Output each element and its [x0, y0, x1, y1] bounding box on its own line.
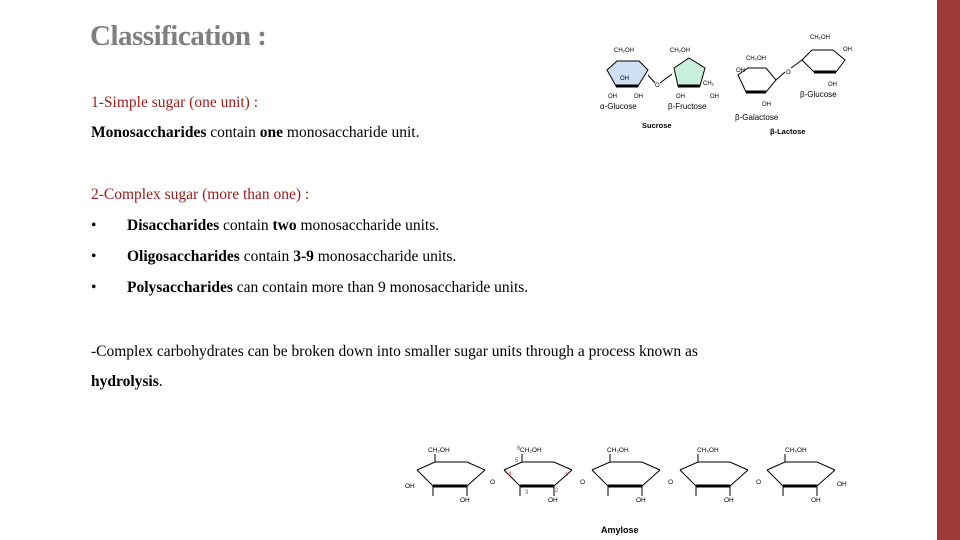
- beta-fructose-label: β-Fructose: [668, 102, 707, 111]
- galactose-ring: CH₂OH OH OH β-Galactose: [735, 56, 779, 122]
- list-item: • Polysaccharides can contain more than 9…: [91, 279, 528, 297]
- atom-label: CH₂: [703, 81, 715, 87]
- complex-sugar-heading: 2-Complex sugar (more than one) :: [91, 186, 310, 203]
- term: Oligosaccharides: [127, 248, 240, 265]
- atom-label: OH: [634, 94, 643, 100]
- monosaccharides-term: Monosaccharides: [91, 124, 207, 141]
- beta-glucose-ring: CH₂OH OH OH β-Glucose: [800, 35, 852, 99]
- text: monosaccharide units.: [313, 248, 457, 265]
- atom-label: OH: [724, 497, 734, 504]
- atom-label: OH: [405, 483, 415, 490]
- atom-label: O: [580, 479, 585, 486]
- atom-label: O: [490, 479, 495, 486]
- beta-glucose-label: β-Glucose: [800, 90, 837, 99]
- carbon-number: 6: [517, 446, 521, 452]
- glucose-ring: CH₂OH OH OH OH α-Glucose: [600, 48, 649, 111]
- atom-label: OH: [811, 497, 821, 504]
- atom-label: O: [756, 479, 761, 486]
- list-item: • Disaccharides contain two monosaccharid…: [91, 217, 439, 235]
- text: .: [158, 373, 163, 390]
- glucose-unit: [678, 452, 750, 498]
- fructose-ring: CH₂OH OH CH₂ OH β-Fructose: [668, 48, 719, 111]
- atom-label: CH₂OH: [746, 56, 766, 62]
- carbon-number: 3: [525, 490, 529, 496]
- atom-label: OH: [636, 497, 646, 504]
- text: contain: [219, 217, 273, 234]
- hydrolysis-note: -Complex carbohydrates can be broken dow…: [91, 343, 698, 360]
- atom-label: CH₂OH: [785, 447, 807, 454]
- atom-label: OH: [676, 94, 685, 100]
- hydrolysis-term: hydrolysis: [91, 373, 159, 390]
- atom-label: OH: [837, 481, 847, 488]
- alpha-glucose-label: α-Glucose: [600, 102, 637, 111]
- text: contain: [239, 248, 294, 265]
- accent-side-bar: [937, 0, 960, 540]
- atom-label: OH: [548, 497, 558, 504]
- carbon-number: 5: [515, 458, 519, 464]
- bullet-icon: •: [91, 279, 97, 296]
- list-item: • Oligosaccharides contain 3-9 monosaccha…: [91, 248, 456, 266]
- atom-label: OH: [460, 497, 470, 504]
- atom-label: OH: [608, 94, 617, 100]
- emphasis: two: [272, 217, 297, 234]
- term: Polysaccharides: [127, 279, 233, 296]
- page-title: Classification :: [90, 20, 267, 52]
- amylose-figure: CH₂OH CH₂OH CH₂OH CH₂OH CH₂OH O O O O OH…: [405, 446, 847, 535]
- atom-label: CH₂OH: [607, 447, 629, 454]
- atom-label: OH: [736, 68, 745, 74]
- atom-label: CH₂OH: [810, 35, 830, 41]
- simple-sugar-heading: 1-Simple sugar (one unit) :: [91, 94, 259, 111]
- text: monosaccharide unit.: [283, 124, 420, 141]
- bullet-icon: •: [91, 217, 97, 234]
- atom-label: CH₂OH: [428, 447, 450, 454]
- text: contain: [206, 124, 260, 141]
- amylose-caption: Amylose: [601, 525, 639, 535]
- atom-label: CH₂OH: [670, 48, 690, 54]
- term: Disaccharides: [127, 217, 220, 234]
- atom-label: OH: [762, 102, 771, 108]
- atom-label: CH₂OH: [520, 447, 542, 454]
- bullet-icon: •: [91, 248, 97, 265]
- atom-label: OH: [843, 47, 852, 53]
- text: can contain more than 9 monosaccharide u…: [232, 279, 529, 296]
- atom-label: CH₂OH: [614, 48, 634, 54]
- atom-label: OH: [828, 82, 837, 88]
- atom-label: O: [668, 479, 673, 486]
- lactose-caption: β-Lactose: [770, 127, 805, 136]
- carbon-number: 2: [555, 488, 559, 494]
- sucrose-lactose-figure: CH₂OH OH OH OH α-Glucose O CH₂OH OH CH₂ …: [600, 35, 852, 136]
- monosaccharides-line: Monosaccharides contain one monosacchari…: [91, 124, 419, 142]
- atom-label: OH: [620, 76, 629, 82]
- atom-label: CH₂OH: [697, 447, 719, 454]
- atom-label: O: [786, 70, 791, 76]
- emphasis: one: [259, 124, 284, 141]
- sucrose-caption: Sucrose: [642, 121, 672, 130]
- glucose-unit: [415, 452, 487, 498]
- beta-galactose-label: β-Galactose: [735, 113, 779, 122]
- text: monosaccharide units.: [296, 217, 440, 234]
- atom-label: OH: [710, 94, 719, 100]
- atom-label: O: [655, 83, 660, 89]
- emphasis: 3-9: [293, 248, 314, 265]
- carbon-number: 1: [565, 472, 569, 478]
- glucose-unit: [590, 452, 662, 498]
- carbon-number: 4: [508, 472, 512, 478]
- hydrolysis-line: hydrolysis.: [91, 373, 163, 391]
- glucose-unit: [765, 452, 837, 498]
